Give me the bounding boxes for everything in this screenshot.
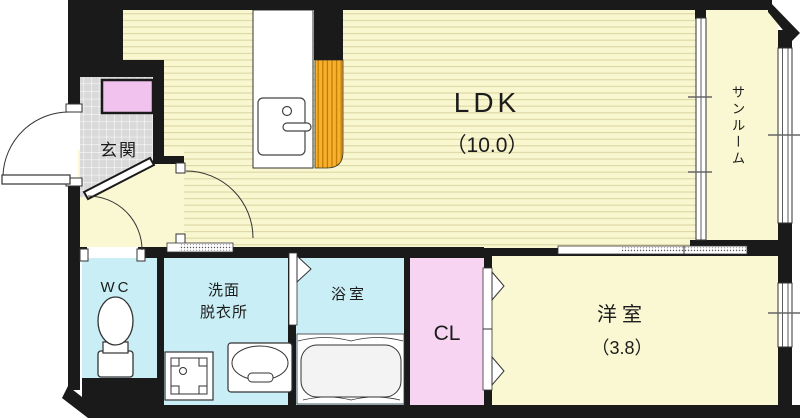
bedroom-size-label: （3.8） <box>591 338 652 358</box>
tub-rim-wave <box>297 337 404 342</box>
pan-inner <box>170 357 208 395</box>
wall-bathroom-closet <box>404 255 410 405</box>
wall-left-upper <box>68 77 80 111</box>
wall-closet-stub-bottom <box>484 388 492 405</box>
wall-genkan-right <box>153 77 164 160</box>
wall-right-b <box>778 223 792 283</box>
ldk-size-label: （10.0） <box>446 134 529 157</box>
wall-right-a <box>778 30 792 49</box>
pan-corner-1 <box>170 357 180 367</box>
wall-strip-b <box>68 60 164 77</box>
toilet-bowl <box>97 296 134 346</box>
kitchen-counter <box>252 9 344 169</box>
wc-label: WC <box>101 279 132 296</box>
washroom-sink-fixture <box>227 342 293 393</box>
pan-corner-2 <box>198 357 208 367</box>
labels: LDK （10.0） サンルーム 玄関 WC 洗面 脱衣所 浴室 CL 洋室 （… <box>100 85 745 358</box>
bathroom-label: 浴室 <box>331 286 367 303</box>
wall-hall-stub <box>153 156 184 164</box>
wall-left-lower <box>68 185 80 390</box>
shoe-cabinet <box>100 78 155 115</box>
pan-drain <box>179 367 187 375</box>
wall-lower-band <box>78 247 484 258</box>
genkan-label: 玄関 <box>100 141 138 160</box>
doors-windows <box>1 17 800 391</box>
closet-label: CL <box>434 322 461 345</box>
wc-door-opening <box>87 247 138 258</box>
toilet-fixture <box>97 296 134 378</box>
ldk-label: LDK <box>454 87 520 118</box>
faucet-lever-icon <box>282 122 312 132</box>
genkan-diagonal-wall <box>82 156 156 201</box>
wall-washroom-bathroom <box>288 255 296 405</box>
washing-machine-pan-fixture <box>164 351 214 401</box>
closet-floor <box>410 255 484 405</box>
tub-bottom-wave <box>302 396 401 401</box>
closet-door-marker-1 <box>491 270 505 302</box>
wc-jamb-right <box>136 248 146 262</box>
ldk-floor <box>115 8 705 254</box>
wall-block-a <box>68 0 123 60</box>
wall-bevel-bottomleft <box>62 386 96 418</box>
washroom-label-line2: 脱衣所 <box>200 304 248 321</box>
wall-under-wc <box>82 378 158 408</box>
wall-wc-washroom <box>157 258 164 405</box>
toilet-tank <box>97 350 134 378</box>
bedroom-window <box>777 282 793 348</box>
hall-ldk-jamb-bottom <box>175 233 186 245</box>
wall-right-c <box>778 347 792 418</box>
entrance-jamb-top <box>65 103 83 113</box>
wall-bottom <box>88 405 800 418</box>
closet-door-marker-2 <box>491 355 505 387</box>
kitchen-orange-edge <box>314 59 344 169</box>
washroom-label-line1: 洗面 <box>208 282 240 299</box>
bathroom-door <box>288 252 298 326</box>
wall-top <box>68 0 772 10</box>
entrance-door-leaf <box>1 174 71 185</box>
wall-kitchen-block <box>314 0 343 60</box>
wc-jamb-left <box>79 248 89 262</box>
wall-closet-stub-top <box>484 248 492 270</box>
wall-sunroom-door-stub <box>695 10 706 19</box>
pan-corner-4 <box>198 385 208 395</box>
wc-door-arc <box>87 195 143 251</box>
hall-ldk-jamb-top <box>175 162 186 174</box>
pan-corner-3 <box>170 385 180 395</box>
bathroom-door-marker <box>296 254 312 284</box>
faucet-icon <box>281 105 293 117</box>
bedroom-floor <box>484 255 780 405</box>
entrance-door-arc <box>2 111 70 176</box>
sink-front <box>247 372 274 383</box>
tub-basin <box>300 344 402 398</box>
sunroom-label: サンルーム <box>730 85 745 168</box>
washroom-sliding-door-dots <box>179 244 232 251</box>
wall-sunroom-bottom <box>690 240 780 248</box>
bedroom-label: 洋室 <box>597 303 647 326</box>
hall-ldk-door-arc <box>185 170 254 239</box>
fixtures <box>97 296 405 405</box>
sunroom-floor <box>704 10 778 247</box>
bathtub-fixture <box>296 333 405 405</box>
